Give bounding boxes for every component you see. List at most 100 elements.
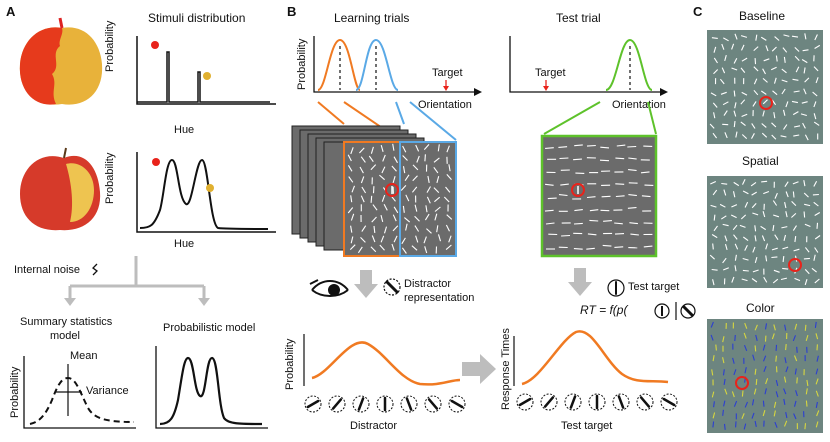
distractor-representation-line1: Distractor xyxy=(404,278,452,290)
texture-line xyxy=(772,200,778,206)
texture-line xyxy=(730,214,737,219)
texture-line xyxy=(383,226,388,234)
target-marker-learning xyxy=(443,86,449,91)
texture-line xyxy=(731,204,738,208)
texture-line xyxy=(423,236,427,244)
texture-line xyxy=(731,391,735,398)
texture-line xyxy=(795,66,800,73)
texture-line xyxy=(711,234,718,239)
texture-line xyxy=(393,235,398,243)
texture-line xyxy=(771,122,777,128)
texture-line xyxy=(574,209,583,212)
texture-line xyxy=(616,144,626,147)
texture-line xyxy=(804,223,811,228)
texture-line xyxy=(392,214,397,222)
hue-label-top: Hue xyxy=(174,124,195,136)
texture-line xyxy=(712,421,715,428)
texture-line xyxy=(392,225,399,232)
texture-line xyxy=(741,91,748,96)
texture-line xyxy=(734,243,739,250)
texture-line xyxy=(752,269,759,273)
texture-line xyxy=(792,78,799,81)
texture-line xyxy=(753,78,758,85)
texture-line xyxy=(404,217,411,223)
texture-line xyxy=(785,366,789,373)
texture-line xyxy=(793,248,800,252)
texture-line xyxy=(414,204,418,212)
texture-line xyxy=(360,156,366,163)
texture-line xyxy=(813,201,819,207)
texture-line xyxy=(741,413,745,420)
texture-line xyxy=(393,206,399,214)
texture-line xyxy=(350,147,354,155)
texture-line xyxy=(752,354,755,361)
texture-line xyxy=(350,213,355,221)
texture-line xyxy=(545,183,554,186)
noise-squiggle-icon xyxy=(92,263,98,276)
texture-line xyxy=(359,166,364,174)
texture-line xyxy=(741,390,744,397)
texture-line xyxy=(795,390,798,397)
texture-line xyxy=(796,346,798,353)
texture-line xyxy=(732,224,738,231)
texture-line xyxy=(771,247,778,251)
orientation-bar xyxy=(518,397,532,407)
texture-line xyxy=(804,77,810,83)
texture-line xyxy=(445,244,452,251)
texture-line xyxy=(347,154,352,162)
texture-line xyxy=(762,110,765,117)
texture-line xyxy=(573,222,583,225)
texture-line xyxy=(732,191,736,198)
texture-line xyxy=(392,176,396,184)
texture-line xyxy=(754,420,757,428)
texture-line xyxy=(603,220,612,222)
texture-line xyxy=(792,225,797,231)
texture-line xyxy=(785,211,788,218)
texture-line xyxy=(381,166,386,174)
texture-line xyxy=(761,235,766,242)
test-target-icon xyxy=(607,279,625,297)
texture-line xyxy=(784,324,787,331)
orientation-icon xyxy=(564,393,582,411)
orientation-icon xyxy=(612,393,630,411)
texture-line xyxy=(589,219,599,222)
texture-line xyxy=(803,257,810,260)
texture-line xyxy=(753,388,757,395)
texture-line xyxy=(803,88,807,95)
texture-line xyxy=(709,123,715,129)
texture-line xyxy=(414,225,420,232)
texture-line xyxy=(753,66,759,72)
summary-statistics-plot xyxy=(23,356,136,429)
texture-line xyxy=(370,246,377,253)
texture-line xyxy=(370,164,377,171)
texture-line xyxy=(774,421,778,428)
texture-line xyxy=(742,236,749,242)
texture-line xyxy=(360,176,365,184)
texture-line xyxy=(412,175,418,182)
texture-line xyxy=(814,44,821,49)
orientation-bar xyxy=(357,397,365,411)
texture-line xyxy=(775,379,779,387)
texture-line xyxy=(741,113,748,118)
texture-line xyxy=(712,132,718,139)
texture-line xyxy=(448,235,452,243)
texture-line xyxy=(380,235,385,243)
texture-line xyxy=(775,55,778,62)
texture-line xyxy=(724,235,728,242)
texture-line xyxy=(411,186,418,193)
texture-line xyxy=(801,59,808,64)
texture-line xyxy=(361,186,367,194)
texture-line xyxy=(739,224,746,228)
stimuli-chart-top xyxy=(136,36,276,105)
texture-line xyxy=(561,234,571,237)
texture-line xyxy=(724,132,728,139)
orientation-icon xyxy=(516,393,534,411)
target-label-test: Target xyxy=(535,67,566,79)
texture-line xyxy=(816,222,819,229)
texture-line xyxy=(434,213,438,221)
texture-line xyxy=(347,207,354,214)
texture-line xyxy=(755,378,758,385)
texture-line xyxy=(545,222,555,225)
texture-line xyxy=(640,171,650,174)
distractor-representation-line2: representation xyxy=(404,292,475,304)
